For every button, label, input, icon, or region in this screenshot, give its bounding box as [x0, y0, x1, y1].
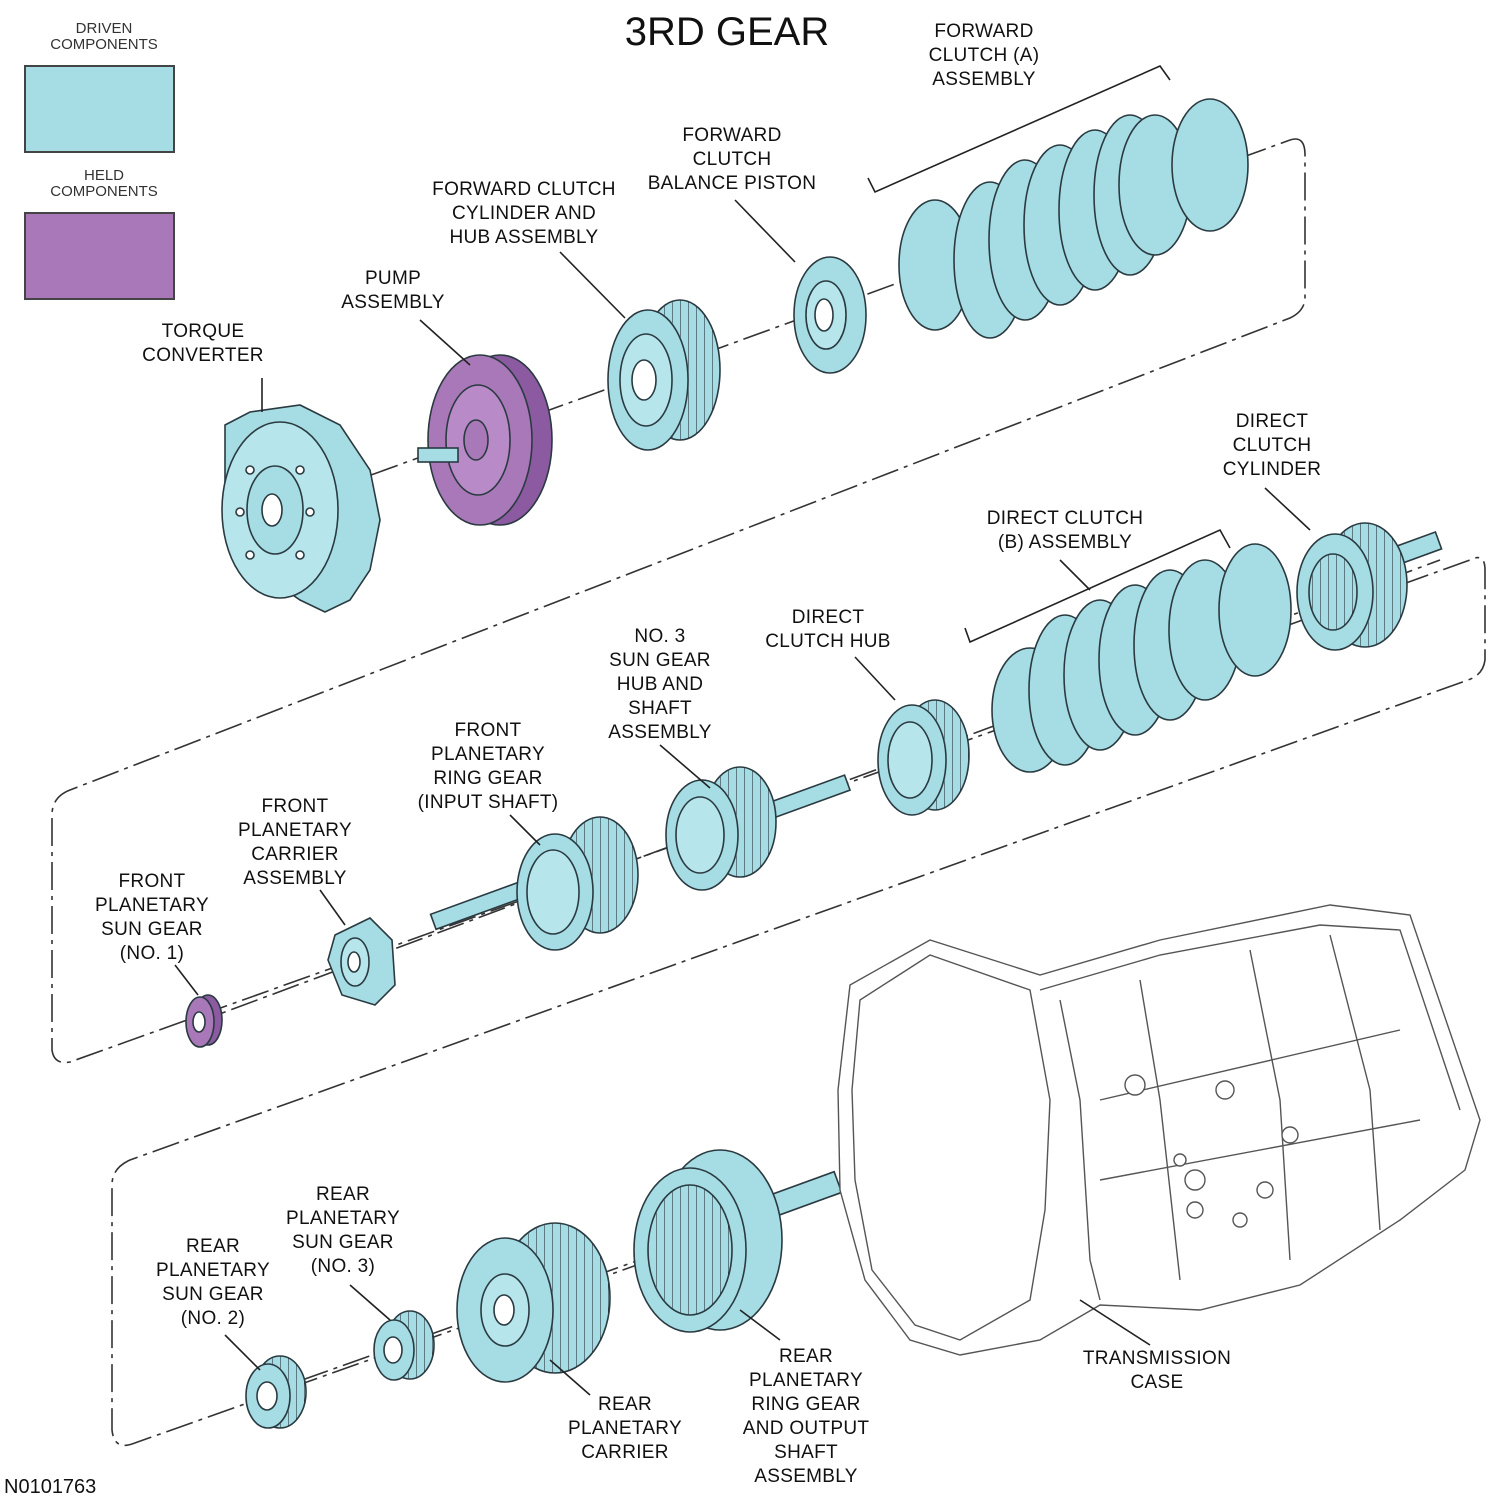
- leader-lines: [174, 65, 1311, 1396]
- transmission-case-part: [837, 904, 1481, 1356]
- label-direct-clutch-b: DIRECT CLUTCH (B) ASSEMBLY: [986, 508, 1144, 553]
- rear-sun-gear-3-part: [373, 1310, 435, 1381]
- forward-clutch-cylinder-part: [607, 299, 721, 451]
- rear-carrier-part: [456, 1222, 611, 1383]
- label-rear-sun-gear-2: REAR PLANETARY SUN GEAR (NO. 2): [156, 1236, 270, 1329]
- label-forward-clutch-a: FORWARD CLUTCH (A) ASSEMBLY: [928, 21, 1040, 90]
- legend-held-label: HELD COMPONENTS: [50, 167, 158, 200]
- front-carrier-part: [327, 917, 396, 1006]
- label-forward-clutch-balance-piston: FORWARD CLUTCH BALANCE PISTON: [647, 125, 817, 194]
- legend-held-swatch: [24, 212, 175, 300]
- rear-sun-gear-2-part: [245, 1355, 307, 1429]
- no3-sun-gear-hub-part: [665, 766, 852, 891]
- page-title: 3RD GEAR: [624, 10, 830, 54]
- label-rear-carrier: REAR PLANETARY CARRIER: [568, 1394, 682, 1463]
- label-transmission-case: TRANSMISSION CASE: [1082, 1348, 1232, 1393]
- label-pump-assembly: PUMP ASSEMBLY: [341, 268, 445, 313]
- label-front-carrier: FRONT PLANETARY CARRIER ASSEMBLY: [238, 796, 352, 889]
- pump-assembly-part: [417, 354, 553, 526]
- label-front-ring-gear: FRONT PLANETARY RING GEAR (INPUT SHAFT): [417, 720, 559, 813]
- label-front-sun-gear: FRONT PLANETARY SUN GEAR (NO. 1): [95, 871, 209, 964]
- legend-driven-label: DRIVEN COMPONENTS: [50, 20, 158, 53]
- label-torque-converter: TORQUE CONVERTER: [142, 321, 264, 366]
- front-ring-gear-part: [429, 816, 639, 951]
- legend-driven-swatch: [24, 65, 175, 153]
- label-no3-sun-gear-hub: NO. 3 SUN GEAR HUB AND SHAFT ASSEMBLY: [608, 626, 712, 743]
- rear-ring-gear-part: [633, 1149, 843, 1333]
- label-rear-sun-gear-3: REAR PLANETARY SUN GEAR (NO. 3): [286, 1184, 400, 1277]
- torque-converter-part: [221, 404, 381, 613]
- label-direct-clutch-cylinder: DIRECT CLUTCH CYLINDER: [1222, 411, 1322, 480]
- label-forward-clutch-cylinder: FORWARD CLUTCH CYLINDER AND HUB ASSEMBLY: [432, 179, 616, 248]
- label-rear-ring-gear: REAR PLANETARY RING GEAR AND OUTPUT SHAF…: [742, 1346, 870, 1487]
- front-sun-gear-part: [185, 994, 223, 1048]
- direct-clutch-b-plates: [991, 543, 1292, 773]
- label-direct-clutch-hub: DIRECT CLUTCH HUB: [765, 607, 891, 652]
- figure-id: N0101763: [4, 1476, 97, 1498]
- direct-clutch-hub-part: [877, 699, 970, 816]
- forward-clutch-a-plates: [898, 98, 1249, 339]
- forward-clutch-balance-piston-part: [793, 256, 867, 374]
- direct-clutch-cylinder-part: [1296, 522, 1443, 651]
